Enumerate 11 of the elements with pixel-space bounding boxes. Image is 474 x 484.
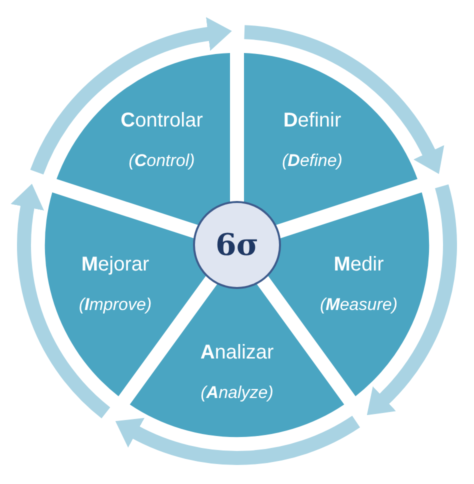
center-label: 6σ [216, 228, 258, 262]
segment-title: Analizar [200, 342, 274, 364]
segment-title: Controlar [120, 110, 203, 133]
segment-title: Medir [334, 253, 384, 276]
segment-subtitle: (Define) [282, 151, 342, 172]
segment-subtitle: (Measure) [320, 294, 398, 315]
segment-subtitle: (Improve) [78, 294, 152, 315]
segment-subtitle: (Control) [128, 151, 195, 172]
segment-title: Definir [283, 110, 342, 133]
segment-title: Mejorar [81, 253, 150, 276]
segment-subtitle: (Analyze) [200, 383, 274, 403]
